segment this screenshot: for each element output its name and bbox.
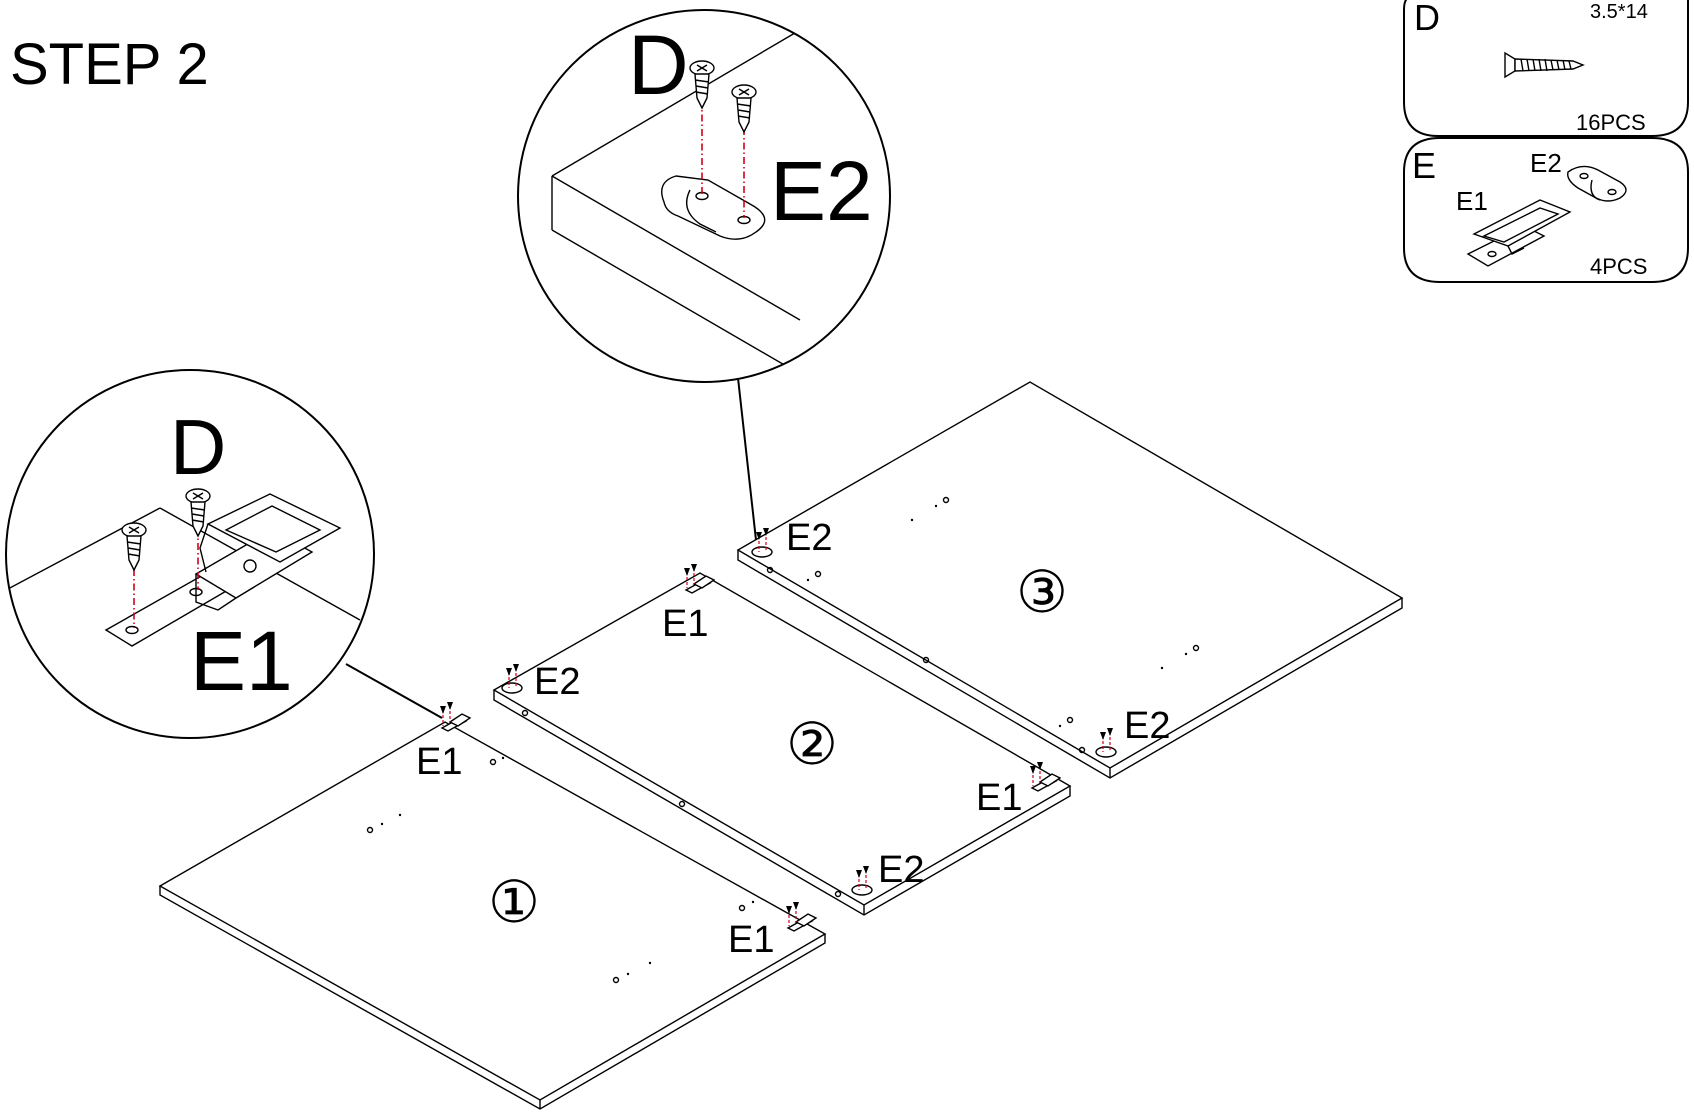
callout-p2-e2-left: E2 xyxy=(534,661,580,703)
detail-e1-screw-label: D xyxy=(170,403,226,491)
screw-icon-e2-b xyxy=(731,84,757,134)
e2-bracket-icon xyxy=(1567,165,1627,202)
callout-p3-e2-bottom: E2 xyxy=(1124,705,1170,747)
callout-p2-e2-bottom: E2 xyxy=(878,849,924,891)
hardware-markers xyxy=(440,528,1117,932)
panel-1: ① xyxy=(158,721,827,1110)
detail-e2-part-label: E2 xyxy=(770,144,873,238)
e1-marker-p2-right xyxy=(1030,762,1062,792)
e1-bracket-icon xyxy=(1466,199,1572,267)
e2-marker-p3-left xyxy=(751,528,773,558)
e2-marker-p2-left xyxy=(501,664,523,694)
callout-p1-e1-top: E1 xyxy=(416,741,462,783)
panel-3: ③ xyxy=(736,381,1404,779)
detail-circle-e2: D E2 xyxy=(517,9,891,383)
callout-p3-e2-left: E2 xyxy=(786,517,832,559)
screw-icon-e2-a xyxy=(689,60,715,110)
part-e-e1-label: E1 xyxy=(1456,186,1488,216)
callout-p1-e1-right: E1 xyxy=(728,919,774,961)
callout-p2-e1-top: E1 xyxy=(662,603,708,645)
detail-e1-part-label: E1 xyxy=(190,614,293,708)
e2-marker-p2-bottom xyxy=(851,866,873,896)
e1-marker-p1-top xyxy=(440,702,472,732)
detail-circle-e1: D E1 xyxy=(5,369,375,739)
part-d-letter: D xyxy=(1414,0,1440,38)
leader-line-e1 xyxy=(345,663,443,719)
screw-icon xyxy=(1504,51,1585,79)
e1-marker-p1-right xyxy=(786,902,818,932)
screw-icon-e1-a xyxy=(121,522,147,572)
part-e-e2-label: E2 xyxy=(1530,148,1562,178)
part-d-qty: 16PCS xyxy=(1576,110,1646,135)
e2-marker-p3-bottom xyxy=(1095,728,1117,758)
part-e-qty: 4PCS xyxy=(1590,254,1647,279)
part-d-box xyxy=(1403,0,1689,137)
step-title: STEP 2 xyxy=(10,32,209,97)
parts-legend: D 3.5*14 16PCS E E2 E1 4PCS xyxy=(1403,0,1689,283)
detail-e2-screw-label: D xyxy=(628,18,689,112)
part-d-size: 3.5*14 xyxy=(1590,1,1648,23)
part-e-letter: E xyxy=(1412,145,1436,186)
panel-1-number: ① xyxy=(488,870,540,935)
panel-3-number: ③ xyxy=(1016,560,1068,625)
panel-2: ② xyxy=(492,572,1072,916)
e1-marker-p2-top xyxy=(684,564,716,594)
part-e-box xyxy=(1403,137,1689,283)
panel-2-number: ② xyxy=(786,712,838,777)
callout-p2-e1-right: E1 xyxy=(976,777,1022,819)
leader-line-e2 xyxy=(737,377,757,541)
screw-icon-e1-b xyxy=(185,488,211,538)
